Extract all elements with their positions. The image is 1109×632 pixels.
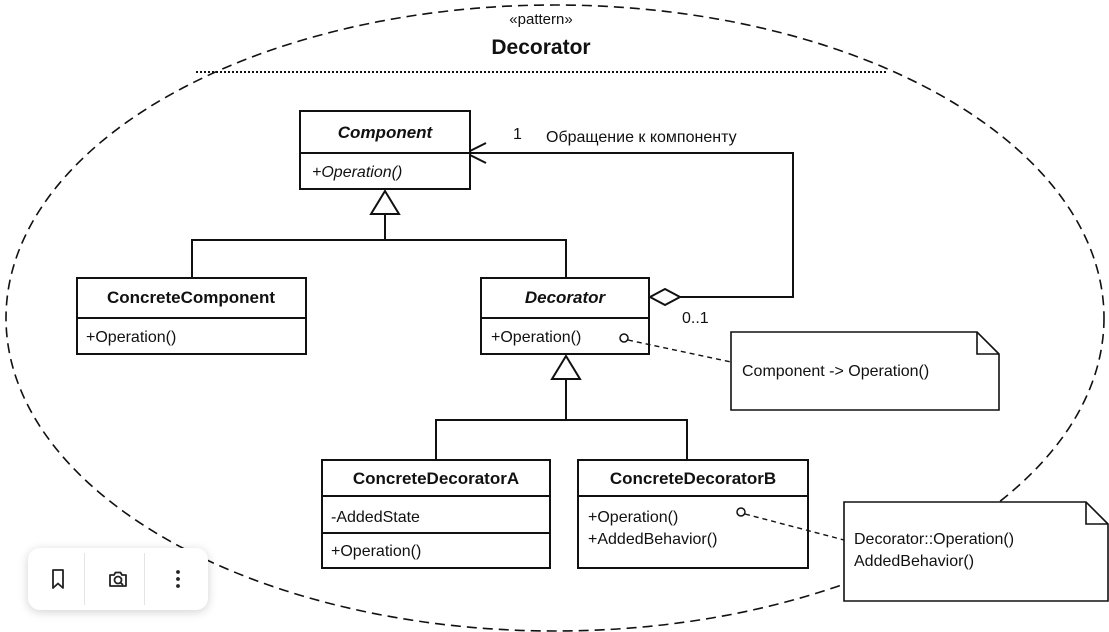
generalization-triangle-1 [369, 189, 401, 215]
generalization-line-2 [385, 239, 567, 278]
note-anchor-concrete-b [736, 507, 746, 517]
bookmark-button[interactable] [32, 553, 85, 605]
association-role-label: Обращение к компоненту [546, 129, 737, 146]
generalization-line-1 [191, 214, 386, 278]
class-concrete-decorator-b: ConcreteDecoratorB +Operation() +AddedBe… [577, 459, 809, 569]
class-concrete-decorator-b-added-behavior: +AddedBehavior() [588, 531, 717, 548]
multiplicity-decorator: 0..1 [682, 310, 709, 327]
note-concrete-b: Decorator::Operation() AddedBehavior() [843, 501, 1109, 602]
pattern-ellipse [5, 4, 1105, 632]
class-concrete-decorator-a-attribute: -AddedState [331, 509, 420, 526]
image-toolbar [28, 548, 208, 610]
generalization-line-4 [566, 419, 688, 460]
class-concrete-decorator-b-name: ConcreteDecoratorB [610, 469, 776, 488]
class-concrete-component-operation: +Operation() [86, 329, 176, 346]
multiplicity-component: 1 [513, 126, 522, 143]
aggregation-diamond [647, 287, 683, 307]
more-options-button[interactable] [152, 553, 204, 605]
pattern-stereotype: «pattern» [509, 11, 572, 28]
class-component-operation: +Operation() [312, 164, 402, 181]
note-concrete-b-line-2: AddedBehavior() [854, 553, 974, 570]
class-concrete-component-name: ConcreteComponent [107, 288, 275, 307]
class-concrete-decorator-a-operation: +Operation() [331, 543, 421, 560]
pattern-name: Decorator [491, 36, 590, 59]
class-decorator-operation: +Operation() [491, 329, 581, 346]
class-concrete-decorator-b-operation: +Operation() [588, 509, 678, 526]
class-concrete-decorator-a: ConcreteDecoratorA -AddedState +Operatio… [321, 459, 551, 569]
note-decorator-line-1: Component -> Operation() [742, 363, 929, 380]
bookmark-icon [51, 569, 64, 589]
note-decorator: Component -> Operation() [730, 331, 1000, 411]
generalization-triangle-2 [550, 354, 582, 380]
class-decorator-name: Decorator [525, 288, 607, 307]
class-decorator: Decorator +Operation() [480, 277, 650, 355]
visual-search-button[interactable] [92, 553, 145, 605]
class-concrete-decorator-a-name: ConcreteDecoratorA [353, 469, 519, 488]
more-vertical-icon [176, 570, 181, 588]
association-line [466, 152, 794, 298]
camera-icon [109, 571, 127, 587]
note-connector-concrete-b [744, 513, 845, 541]
class-component: Component +Operation() [299, 110, 471, 190]
class-component-name: Component [338, 123, 434, 142]
class-concrete-component: ConcreteComponent +Operation() [76, 277, 307, 355]
note-anchor-decorator [619, 333, 629, 343]
generalization-line-3 [435, 379, 567, 460]
note-concrete-b-line-1: Decorator::Operation() [854, 531, 1014, 548]
